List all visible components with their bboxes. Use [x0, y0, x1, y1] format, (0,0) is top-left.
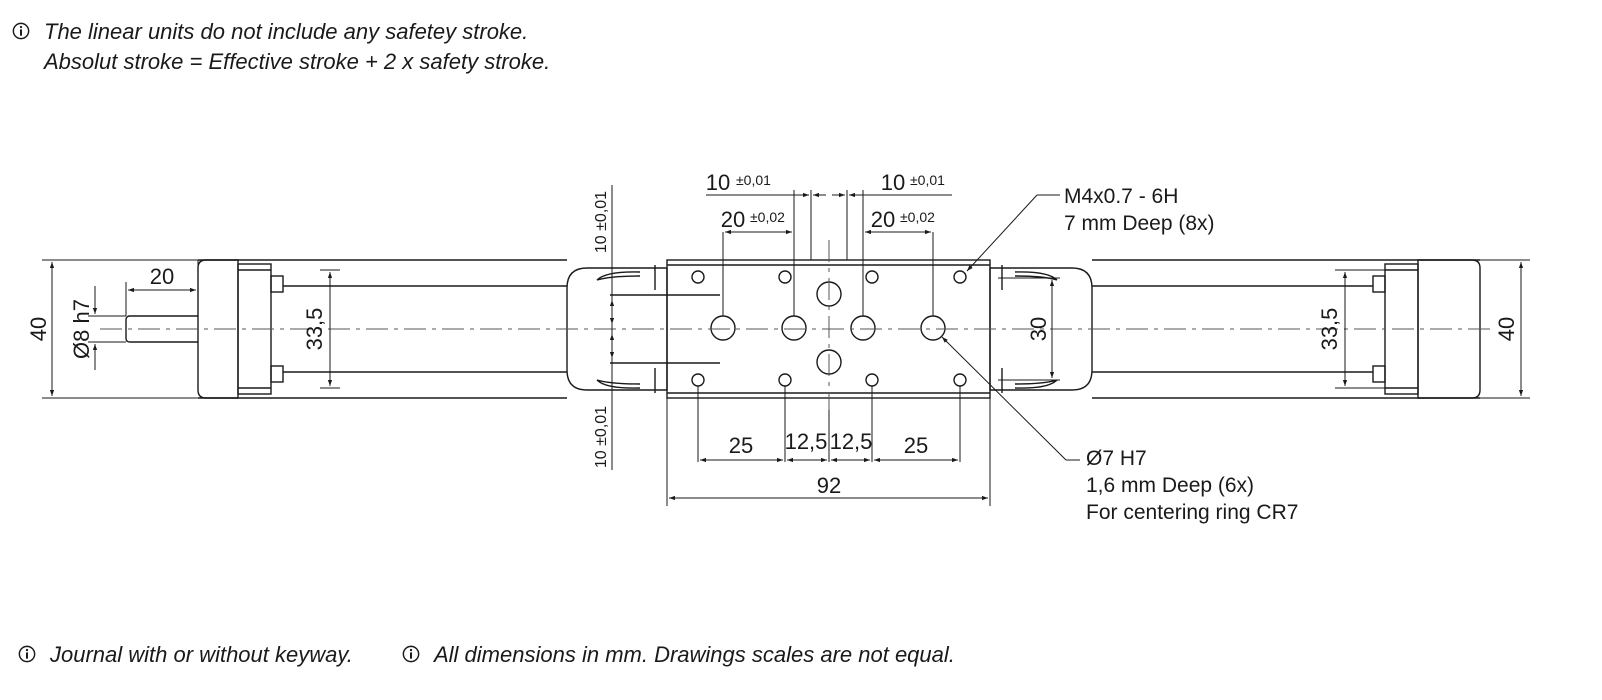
- centering-bore: [850, 315, 876, 341]
- leader-lines: [941, 194, 1080, 461]
- threaded-hole: [778, 270, 792, 284]
- centering-bore: [781, 315, 807, 341]
- stroke-note: The linear units do not include any safe…: [12, 17, 550, 77]
- tol-top-10-right: ±0,01: [910, 172, 945, 188]
- extension-lines: [42, 185, 1530, 506]
- info-circle-icon: [18, 645, 36, 663]
- tol-top-20-left: ±0,02: [750, 209, 785, 225]
- dim-vertical-bottom: 10 ±0,01: [593, 406, 610, 468]
- dim-overall-height-right: 40: [1494, 317, 1519, 341]
- centering-bore: [710, 315, 736, 341]
- units-note: All dimensions in mm. Drawings scales ar…: [402, 640, 955, 670]
- stroke-note-line1: The linear units do not include any safe…: [44, 19, 529, 44]
- dim-bottom-25-left: 25: [729, 433, 753, 458]
- threaded-hole: [953, 373, 967, 387]
- stroke-note-line2: Absolut stroke = Effective stroke + 2 x …: [44, 49, 551, 74]
- thread-callout-line1: M4x0.7 - 6H: [1064, 185, 1178, 208]
- dim-top-20-left: 20: [721, 207, 745, 232]
- threaded-hole: [953, 270, 967, 284]
- dimension-labels: 40 40 20 Ø8 h7 33,5 33,5 30 10 ±0,01 10 …: [26, 170, 1519, 498]
- thread-callout-line2: 7 mm Deep (8x): [1064, 212, 1215, 235]
- bore-callout-line3: For centering ring CR7: [1086, 501, 1298, 524]
- dim-carriage-length: 92: [817, 473, 841, 498]
- bore-callout-line2: 1,6 mm Deep (6x): [1086, 474, 1254, 497]
- dim-overall-height-left: 40: [26, 317, 51, 341]
- dim-shaft-length: 20: [150, 264, 174, 289]
- dim-bottom-25-right: 25: [904, 433, 928, 458]
- dim-top-20-right: 20: [871, 207, 895, 232]
- dim-bottom-12-5-right: 12,5: [830, 429, 873, 454]
- journal-note: Journal with or without keyway.: [18, 640, 353, 670]
- dim-top-10-left: 10: [706, 170, 730, 195]
- info-circle-icon: [12, 22, 30, 40]
- right-end-cap: [1417, 259, 1481, 399]
- callout-labels: M4x0.7 - 6H 7 mm Deep (8x) Ø7 H7 1,6 mm …: [1064, 185, 1298, 524]
- journal-note-text: Journal with or without keyway.: [50, 642, 353, 667]
- dim-vertical-top: 10 ±0,01: [593, 191, 610, 253]
- bore-callout-line1: Ø7 H7: [1086, 447, 1147, 470]
- dim-rail-height-left: 33,5: [302, 308, 327, 351]
- tol-top-20-right: ±0,02: [900, 209, 935, 225]
- info-circle-icon: [402, 645, 420, 663]
- dim-top-10-right: 10: [881, 170, 905, 195]
- threaded-hole: [691, 373, 705, 387]
- threaded-hole: [778, 373, 792, 387]
- dimension-lines: [49, 192, 1524, 501]
- units-note-text: All dimensions in mm. Drawings scales ar…: [434, 642, 955, 667]
- dim-shaft-diameter: Ø8 h7: [69, 299, 94, 359]
- threaded-hole: [865, 270, 879, 284]
- carriage-outer: [566, 267, 668, 391]
- threaded-hole: [865, 373, 879, 387]
- dim-bottom-12-5-left: 12,5: [785, 429, 828, 454]
- centering-bore: [920, 315, 946, 341]
- dim-carriage-inner: 30: [1026, 317, 1051, 341]
- dim-rail-height-right: 33,5: [1317, 308, 1342, 351]
- tol-top-10-left: ±0,01: [736, 172, 771, 188]
- threaded-hole: [691, 270, 705, 284]
- shaft: [125, 315, 198, 343]
